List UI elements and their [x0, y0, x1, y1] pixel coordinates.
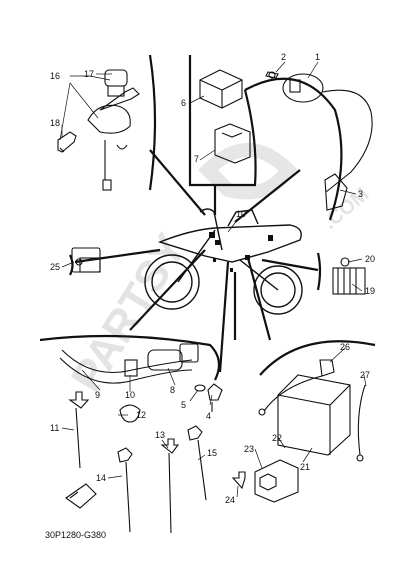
callout-label: 3 [358, 189, 363, 199]
pointer-lines [74, 149, 319, 373]
battery-lead-part-icon [258, 359, 366, 462]
wire-harness-part-icon [59, 343, 199, 384]
callout-label: 27 [360, 370, 370, 380]
callout-label: 24 [225, 495, 235, 505]
diagram-code: 30P1280-G380 [45, 530, 106, 540]
cable-tie-part-icon [68, 391, 180, 534]
callout-label: 9 [95, 390, 100, 400]
callout-label: 26 [340, 342, 350, 352]
motorcycle-outline [144, 208, 303, 315]
callout-label: 19 [365, 286, 375, 296]
callout-label: 13 [155, 430, 165, 440]
ignition-coil-part-icon [282, 73, 373, 211]
callout-label: 16 [50, 71, 60, 81]
callout-label: 17 [84, 69, 94, 79]
flasher-relay-part-icon [71, 247, 101, 273]
callout-label: 8 [170, 385, 175, 395]
callout-label: 7 [194, 154, 199, 164]
callout-label: 10 [125, 390, 135, 400]
callout-label: 22 [272, 433, 282, 443]
main-switch-part-icon [87, 69, 140, 191]
front-arrow-icon [65, 483, 97, 509]
watermark: PARTSY .COM [62, 143, 373, 401]
watermark-brand: PARTSY [62, 226, 196, 401]
clamp-part-icon [119, 404, 141, 423]
callout-label: 6 [181, 98, 186, 108]
callout-label: 12 [136, 410, 146, 420]
bolt-part-icon [265, 71, 279, 79]
callout-label: 23 [244, 444, 254, 454]
section-brackets [39, 54, 376, 381]
callout-label: 10 [236, 209, 246, 219]
relay-part-icon [199, 69, 243, 109]
watermark-logo-icon [198, 143, 298, 200]
washer-part-icon [194, 384, 206, 392]
callout-label: 2 [281, 52, 286, 62]
starter-relay-part-icon [254, 459, 299, 503]
callout-label: 4 [206, 411, 211, 421]
motorcycle-marks [209, 232, 273, 272]
leader-lines [59, 61, 367, 498]
callout-label: 20 [365, 254, 375, 264]
battery-part-icon [277, 374, 351, 456]
callout-label: 11 [50, 423, 59, 433]
callout-label: 14 [96, 473, 106, 483]
callout-label: 18 [50, 118, 60, 128]
screw-part-icon [231, 471, 246, 490]
callout-label: 15 [207, 448, 217, 458]
tie-band-part-icon [117, 425, 207, 533]
neutral-switch-part-icon [207, 383, 223, 412]
regulator-part-icon [332, 257, 366, 295]
callout-label: 1 [315, 52, 320, 62]
callout-labels: 1 2 3 4 5 6 7 8 9 10 10 11 12 13 14 15 1… [50, 52, 375, 505]
callout-label: 21 [300, 462, 310, 472]
callout-label: 5 [181, 400, 186, 410]
callout-label: 25 [50, 262, 60, 272]
relay-cover-part-icon [214, 123, 251, 164]
key-part-icon [57, 131, 77, 153]
